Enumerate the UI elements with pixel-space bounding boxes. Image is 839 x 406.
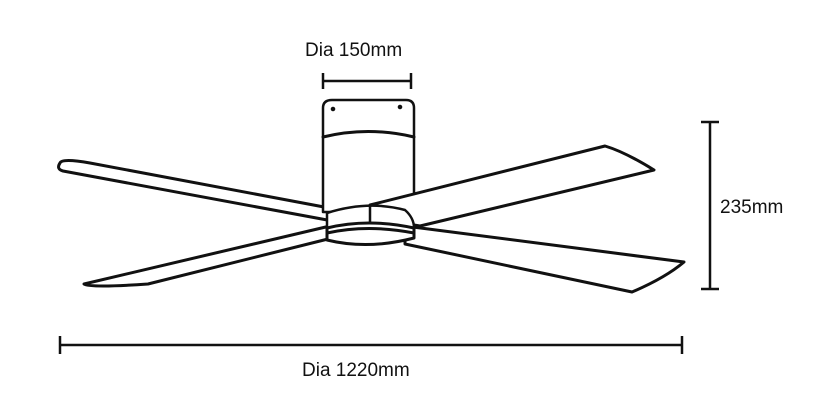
fan-blade-upper-right [368, 144, 656, 228]
motor-housing [321, 98, 416, 214]
fan-blade-upper-left [57, 159, 342, 224]
fan-blade-lower-left [82, 224, 334, 288]
height-dimension-line [701, 120, 719, 291]
housing-band [321, 130, 416, 139]
span-dimension-line [58, 336, 684, 354]
fan-blade-lower-right [403, 224, 686, 294]
canopy-dimension-line [321, 73, 413, 89]
screw-icon [330, 106, 336, 112]
height-label: 235mm [720, 197, 784, 218]
light-disk [325, 221, 416, 246]
canopy-diameter-label: Dia 150mm [305, 40, 403, 61]
screw-icon [397, 104, 403, 110]
blade-span-label: Dia 1220mm [302, 360, 410, 381]
